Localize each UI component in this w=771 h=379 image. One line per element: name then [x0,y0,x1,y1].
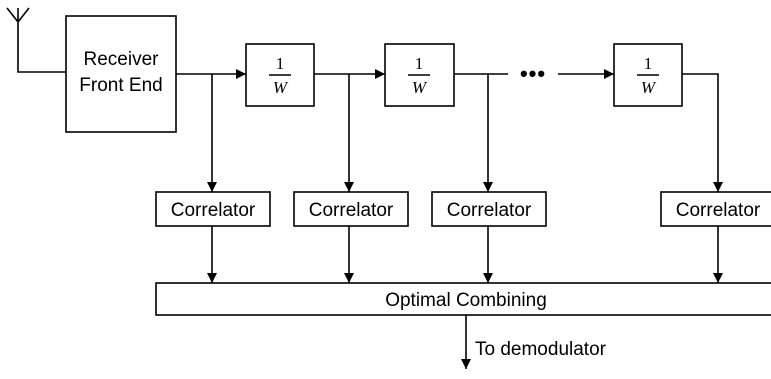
delay-denominator: W [641,78,657,97]
output-path: To demodulator [461,315,607,369]
delay-numerator: 1 [644,54,653,73]
signal-path: ••• [176,61,614,86]
correlator-output-arrows [207,226,723,283]
tap-arrow-4 [682,73,723,192]
correlator-2: Correlator [293,191,409,227]
delay-numerator: 1 [276,54,285,73]
correlator-4: Correlator [660,191,771,227]
ellipsis: ••• [520,61,546,86]
delay-block-2: 1 W [384,43,455,107]
delay-numerator: 1 [415,54,424,73]
front-end-label-line1: Receiver [84,49,160,70]
optimal-combining-block: Optimal Combining [155,282,771,316]
antenna-icon [6,7,66,73]
delay-denominator: W [273,78,289,97]
correlator-1: Correlator [155,191,271,227]
correlator-label: Correlator [309,200,394,221]
delay-block-1: 1 W [245,43,315,107]
delay-block-n: 1 W [613,43,683,107]
correlator-label: Correlator [171,200,256,221]
delay-denominator: W [412,78,428,97]
tap-lines [207,73,723,192]
correlator-label: Correlator [447,200,532,221]
output-label: To demodulator [475,339,607,360]
receiver-front-end-block: Receiver Front End [65,15,177,133]
front-end-label-line2: Front End [79,75,162,96]
correlator-label: Correlator [676,200,761,221]
combiner-label: Optimal Combining [385,290,547,311]
correlator-3: Correlator [431,191,547,227]
